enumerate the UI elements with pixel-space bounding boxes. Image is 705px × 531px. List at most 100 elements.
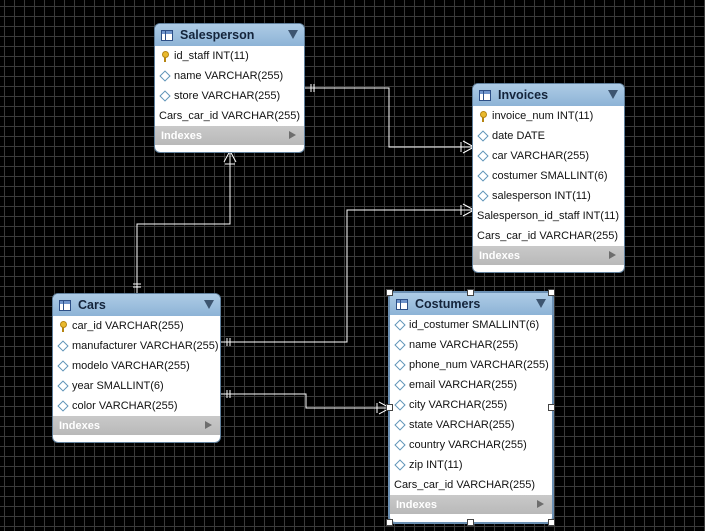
column-row[interactable]: Cars_car_id VARCHAR(255) [390,475,552,495]
resize-handle-top-left[interactable] [386,289,393,296]
expand-arrow-icon[interactable] [537,500,544,508]
column-row[interactable]: state VARCHAR(255) [390,415,552,435]
column-row[interactable]: car VARCHAR(255) [473,146,624,166]
column-label: id_costumer SMALLINT(6) [409,319,540,331]
collapse-arrow-icon[interactable] [536,299,546,308]
column-row[interactable]: costumer SMALLINT(6) [473,166,624,186]
relationship-cars-costumers[interactable] [220,390,391,415]
table-header[interactable]: Invoices [473,84,624,106]
expand-arrow-icon[interactable] [289,131,296,139]
column-diamond-icon [57,380,69,392]
column-label: zip INT(11) [409,459,463,471]
relationship-cars-invoices[interactable] [220,203,475,346]
table-title: Cars [78,298,106,312]
expand-arrow-icon[interactable] [609,251,616,259]
column-row[interactable]: modelo VARCHAR(255) [53,356,220,376]
table-cars[interactable]: Cars car_id VARCHAR(255) manufacturer VA… [53,294,220,442]
column-label: year SMALLINT(6) [72,380,164,392]
column-diamond-icon [57,360,69,372]
column-row[interactable]: Cars_car_id VARCHAR(255) [473,226,624,246]
relationship-salesperson-invoices[interactable] [304,84,475,154]
indexes-section[interactable]: Indexes [53,416,220,435]
column-label: modelo VARCHAR(255) [72,360,190,372]
table-title: Costumers [415,297,481,311]
indexes-section[interactable]: Indexes [155,126,304,145]
column-label: country VARCHAR(255) [409,439,527,451]
table-header[interactable]: Salesperson [155,24,304,46]
indexes-label: Indexes [59,419,100,432]
column-row[interactable]: car_id VARCHAR(255) [53,316,220,336]
column-row[interactable]: email VARCHAR(255) [390,375,552,395]
column-label: date DATE [492,130,545,142]
table-header[interactable]: Cars [53,294,220,316]
column-label: city VARCHAR(255) [409,399,508,411]
resize-handle-middle-left[interactable] [386,404,393,411]
column-diamond-icon [394,419,406,431]
table-salesperson[interactable]: Salesperson id_staff INT(11) name VARCHA… [155,24,304,152]
column-diamond-icon [394,459,406,471]
column-label: manufacturer VARCHAR(255) [72,340,219,352]
column-row[interactable]: zip INT(11) [390,455,552,475]
column-row[interactable]: phone_num VARCHAR(255) [390,355,552,375]
column-diamond-icon [159,90,171,102]
column-row[interactable]: salesperson INT(11) [473,186,624,206]
column-row[interactable]: name VARCHAR(255) [390,335,552,355]
collapse-arrow-icon[interactable] [608,90,618,99]
table-title: Invoices [498,88,549,102]
column-diamond-icon [477,130,489,142]
table-costumers[interactable]: Costumers id_costumer SMALLINT(6) name V… [390,293,552,522]
column-diamond-icon [57,400,69,412]
column-row[interactable]: store VARCHAR(255) [155,86,304,106]
column-row[interactable]: color VARCHAR(255) [53,396,220,416]
column-row[interactable]: Cars_car_id VARCHAR(255) [155,106,304,126]
table-header[interactable]: Costumers [390,293,552,315]
column-row[interactable]: id_costumer SMALLINT(6) [390,315,552,335]
column-row[interactable]: manufacturer VARCHAR(255) [53,336,220,356]
table-icon [396,298,408,310]
table-invoices[interactable]: Invoices invoice_num INT(11) date DATE c… [473,84,624,272]
resize-handle-middle-right[interactable] [548,404,555,411]
resize-handle-top-right[interactable] [548,289,555,296]
indexes-label: Indexes [479,249,520,262]
resize-handle-top-middle[interactable] [467,289,474,296]
column-diamond-icon [394,439,406,451]
column-row[interactable]: Salesperson_id_staff INT(11) [473,206,624,226]
table-icon [161,29,173,41]
indexes-section[interactable]: Indexes [390,495,552,514]
column-label: costumer SMALLINT(6) [492,170,608,182]
column-row[interactable]: name VARCHAR(255) [155,66,304,86]
column-row[interactable]: year SMALLINT(6) [53,376,220,396]
resize-handle-bottom-right[interactable] [548,519,555,526]
indexes-section[interactable]: Indexes [473,246,624,265]
resize-handle-bottom-middle[interactable] [467,519,474,526]
column-diamond-icon [477,150,489,162]
indexes-label: Indexes [161,129,202,142]
column-row[interactable]: date DATE [473,126,624,146]
primary-key-icon [159,50,171,62]
column-label: Cars_car_id VARCHAR(255) [394,479,536,491]
collapse-arrow-icon[interactable] [288,30,298,39]
column-diamond-icon [394,399,406,411]
table-icon [59,299,71,311]
column-label: state VARCHAR(255) [409,419,515,431]
expand-arrow-icon[interactable] [205,421,212,429]
column-label: Salesperson_id_staff INT(11) [477,210,620,222]
column-row[interactable]: city VARCHAR(255) [390,395,552,415]
column-row[interactable]: id_staff INT(11) [155,46,304,66]
column-label: name VARCHAR(255) [174,70,284,82]
indexes-label: Indexes [396,498,437,511]
column-diamond-icon [394,319,406,331]
relationship-cars-salesperson[interactable] [133,150,237,295]
column-row[interactable]: invoice_num INT(11) [473,106,624,126]
column-row[interactable]: country VARCHAR(255) [390,435,552,455]
column-diamond-icon [477,170,489,182]
column-diamond-icon [394,359,406,371]
resize-handle-bottom-left[interactable] [386,519,393,526]
primary-key-icon [57,320,69,332]
column-label: id_staff INT(11) [174,50,249,62]
column-label: car VARCHAR(255) [492,150,589,162]
column-label: invoice_num INT(11) [492,110,594,122]
collapse-arrow-icon[interactable] [204,300,214,309]
